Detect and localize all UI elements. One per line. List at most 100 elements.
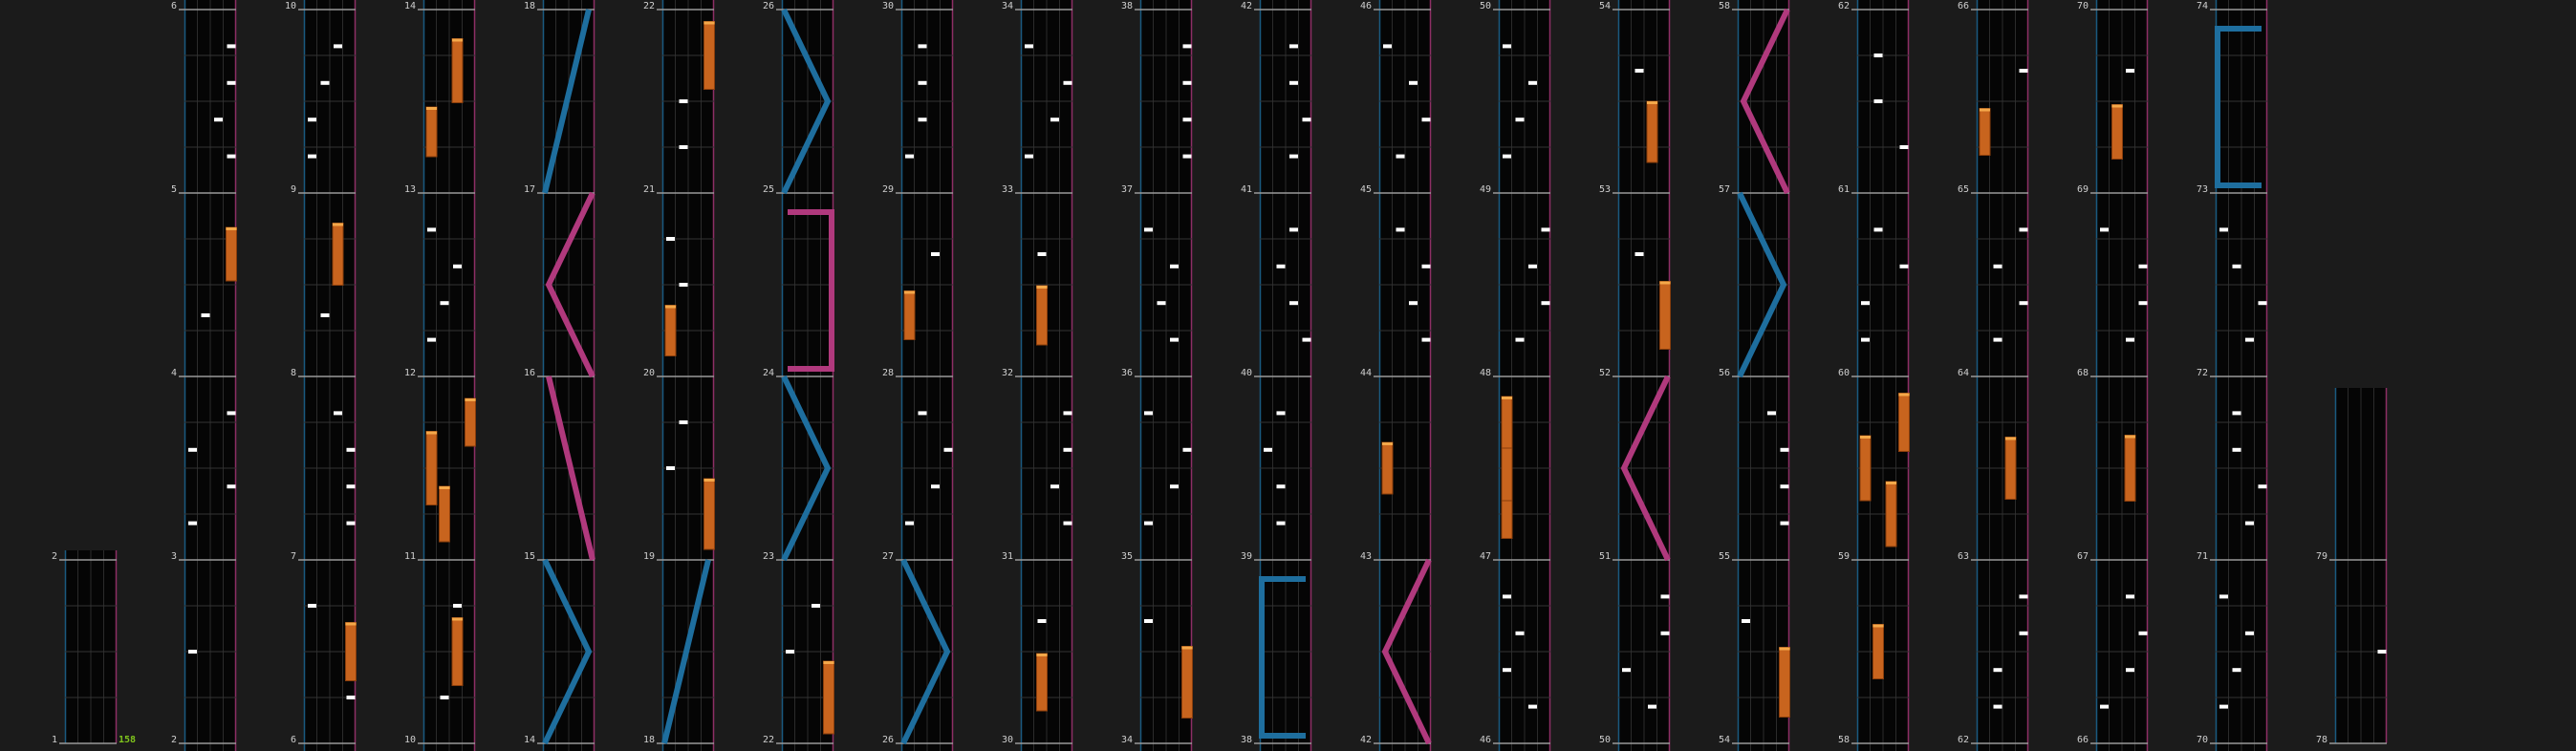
measure-number: 57 xyxy=(1719,184,1730,195)
hold-note xyxy=(1885,481,1897,547)
measure-number: 8 xyxy=(291,368,296,378)
measure-number: 24 xyxy=(763,368,774,378)
tap-note xyxy=(1182,44,1192,49)
hold-note-cap xyxy=(823,661,834,664)
measure-number: 34 xyxy=(1002,1,1013,11)
measure-number: 29 xyxy=(882,184,894,195)
measure-number: 27 xyxy=(882,551,894,562)
measure-number: 66 xyxy=(2077,735,2089,745)
hold-note-cap xyxy=(1382,442,1393,445)
tap-note xyxy=(1634,252,1644,256)
left-laser xyxy=(781,375,832,562)
measure-number: 40 xyxy=(1241,368,1252,378)
measure-number: 35 xyxy=(1121,551,1133,562)
tap-note xyxy=(1289,301,1298,306)
tap-note xyxy=(1993,337,2002,342)
measure-number: 78 xyxy=(2316,735,2327,745)
combo-counter: 158 xyxy=(119,735,136,745)
left-laser xyxy=(1737,191,1787,378)
tap-note xyxy=(1861,301,1870,306)
measure-number: 54 xyxy=(1599,1,1611,11)
measure-number: 79 xyxy=(2316,551,2327,562)
measure-number: 19 xyxy=(643,551,655,562)
tap-note xyxy=(1289,44,1298,49)
tap-note xyxy=(1541,301,1550,306)
measure-number: 59 xyxy=(1838,551,1850,562)
measure-number: 64 xyxy=(1958,368,1969,378)
hold-note-cap xyxy=(704,21,715,25)
tap-note xyxy=(2126,668,2134,673)
left-laser xyxy=(542,9,592,194)
left-laser xyxy=(2215,26,2262,188)
tap-note xyxy=(2219,704,2228,709)
tap-note xyxy=(2019,594,2028,599)
hold-note xyxy=(1501,396,1513,449)
right-laser xyxy=(788,209,834,372)
hold-note xyxy=(704,21,715,90)
measure-number: 21 xyxy=(643,184,655,195)
tap-note xyxy=(1873,99,1883,103)
tap-note xyxy=(453,604,462,608)
tap-note xyxy=(679,420,688,424)
tap-note xyxy=(2377,650,2387,654)
hold-note xyxy=(2004,437,2017,500)
tap-note xyxy=(1182,118,1192,122)
tap-note xyxy=(1503,594,1511,599)
right-laser xyxy=(546,376,595,561)
tap-note xyxy=(346,484,356,489)
measure-number: 50 xyxy=(1480,1,1491,11)
tap-note xyxy=(346,447,356,452)
measure-number: 5 xyxy=(171,184,177,195)
measure-number: 2 xyxy=(171,735,177,745)
tap-note xyxy=(918,80,927,85)
hold-note xyxy=(704,478,715,550)
left-laser xyxy=(542,558,593,745)
tap-note xyxy=(1289,227,1298,232)
measure-number: 52 xyxy=(1599,368,1611,378)
measure-number: 22 xyxy=(643,1,655,11)
tap-note xyxy=(1276,521,1286,526)
tap-note xyxy=(1037,619,1047,623)
hold-note-cap xyxy=(1647,101,1657,104)
tap-note xyxy=(1383,44,1392,49)
measure-number: 30 xyxy=(1002,735,1013,745)
hold-note xyxy=(451,617,464,686)
tap-note xyxy=(2100,227,2109,232)
tap-note xyxy=(1157,301,1166,306)
tap-note xyxy=(1421,337,1431,342)
tap-note xyxy=(1276,264,1286,268)
tap-note xyxy=(943,447,953,452)
measure-number: 41 xyxy=(1241,184,1252,195)
measure-number: 72 xyxy=(2197,368,2208,378)
measure-number: 3 xyxy=(171,551,177,562)
left-laser xyxy=(1259,576,1306,739)
hold-note xyxy=(2111,104,2123,160)
hold-note-cap xyxy=(1659,281,1671,285)
measure-number: 73 xyxy=(2197,184,2208,195)
measure-number: 38 xyxy=(1241,735,1252,745)
measure-number: 51 xyxy=(1599,551,1611,562)
measure-number: 16 xyxy=(524,368,535,378)
right-laser xyxy=(1620,375,1671,562)
tap-note xyxy=(1025,44,1033,49)
measure-number: 43 xyxy=(1360,551,1372,562)
tap-note xyxy=(2232,447,2241,452)
measure-number: 26 xyxy=(763,1,774,11)
measure-number: 6 xyxy=(291,735,296,745)
tap-note xyxy=(2126,69,2134,73)
hold-note-cap xyxy=(452,38,463,42)
tap-note xyxy=(2138,264,2148,268)
measure-number: 74 xyxy=(2197,1,2208,11)
tap-note xyxy=(1993,264,2002,268)
measure-number: 28 xyxy=(882,368,894,378)
hold-note-cap xyxy=(2005,437,2016,440)
tap-note xyxy=(2019,69,2028,73)
tap-note xyxy=(2245,521,2254,526)
measure-number: 60 xyxy=(1838,368,1850,378)
tap-note xyxy=(1780,484,1789,489)
